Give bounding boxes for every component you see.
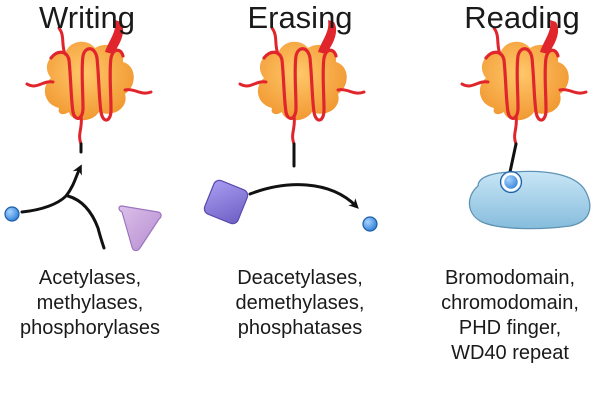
reading-description-line: PHD finger, (458, 317, 562, 339)
writing-description: Acetylases, methylases, phosphorylases (0, 266, 180, 341)
dna-strand (49, 47, 125, 122)
writing-title: Writing (39, 0, 135, 35)
dna-strand (262, 47, 338, 122)
reading-description-line: WD40 repeat (451, 342, 569, 364)
reading-description-line: chromodomain, (441, 292, 579, 314)
erasing-description-line: demethylases, (235, 292, 365, 314)
bound-tail-stem (508, 142, 518, 174)
writing-nucleosome (25, 20, 153, 154)
reading-description-line: Bromodomain, (444, 267, 576, 289)
reading-nucleosome (460, 20, 588, 174)
erasing-arrow (248, 183, 359, 209)
histone-tail-highlight (105, 20, 124, 54)
erasing-description-line: phosphatases (237, 317, 363, 339)
writing-description-line: phosphorylases (19, 317, 161, 339)
histone-tails (238, 26, 366, 146)
writer-enzyme (118, 205, 162, 252)
reader-protein (468, 170, 591, 230)
erasing-description-line: Deacetylases, (237, 267, 363, 289)
reading-description: Bromodomain, chromodomain, PHD finger, W… (420, 266, 600, 366)
writing-cofactor-arrow (66, 194, 106, 250)
histone-tail-highlight (540, 20, 559, 54)
writing-description-line: methylases, (36, 292, 144, 314)
bound-mark (501, 172, 521, 192)
erasing-nucleosome (238, 20, 366, 168)
bound-mark-outline (499, 170, 523, 194)
histone-tails (25, 26, 153, 146)
histone-tail-highlight (318, 20, 337, 54)
writing-arrow (20, 164, 82, 214)
writing-description-line: Acetylases, (38, 267, 142, 289)
erasing-description: Deacetylases, demethylases, phosphatases (210, 266, 390, 341)
eraser-enzyme (203, 179, 249, 225)
reading-title: Reading (464, 0, 580, 35)
dna-strand (484, 47, 560, 122)
erasing-title: Erasing (247, 0, 353, 35)
released-mark (362, 216, 378, 232)
histone-tails (460, 26, 588, 146)
modification-mark (4, 206, 20, 222)
